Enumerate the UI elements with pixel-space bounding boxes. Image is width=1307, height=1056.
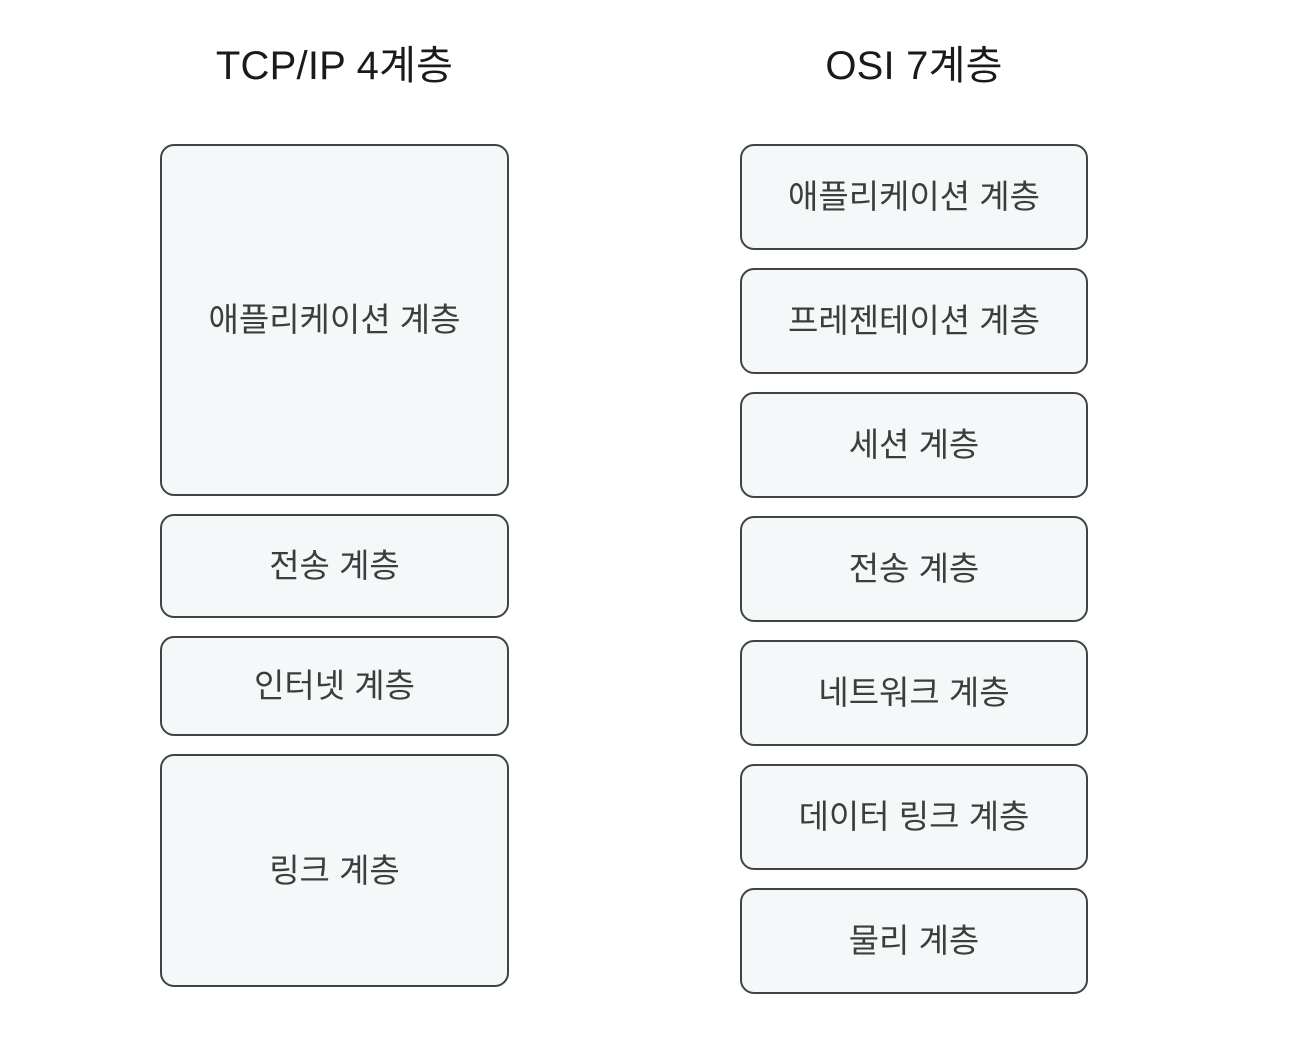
layer-label: 인터넷 계층 <box>254 667 415 704</box>
layer-box-osi-physical[interactable]: 물리 계층 <box>740 888 1088 994</box>
layer-box-tcpip-transport[interactable]: 전송 계층 <box>160 514 509 618</box>
layer-box-osi-session[interactable]: 세션 계층 <box>740 392 1088 498</box>
layer-stack-osi: 애플리케이션 계층 프레젠테이션 계층 세션 계층 전송 계층 네트워크 계층 … <box>740 144 1088 994</box>
layer-box-osi-transport[interactable]: 전송 계층 <box>740 516 1088 622</box>
layer-label: 애플리케이션 계층 <box>208 301 461 338</box>
layer-box-tcpip-application[interactable]: 애플리케이션 계층 <box>160 144 509 496</box>
layer-label: 데이터 링크 계층 <box>798 798 1030 835</box>
layer-label: 애플리케이션 계층 <box>787 178 1041 215</box>
layer-label: 전송 계층 <box>848 550 980 587</box>
layer-label: 링크 계층 <box>269 851 400 889</box>
layer-box-osi-presentation[interactable]: 프레젠테이션 계층 <box>740 268 1088 374</box>
layer-box-tcpip-link[interactable]: 링크 계층 <box>160 754 509 987</box>
layer-stack-tcpip: 애플리케이션 계층 전송 계층 인터넷 계층 링크 계층 <box>160 144 509 987</box>
layer-box-osi-application[interactable]: 애플리케이션 계층 <box>740 144 1088 250</box>
column-title-tcpip: TCP/IP 4계층 <box>215 44 454 88</box>
layer-label: 전송 계층 <box>269 547 400 584</box>
column-title-osi: OSI 7계층 <box>825 44 1003 88</box>
layer-label: 물리 계층 <box>848 922 980 959</box>
layer-label: 세션 계층 <box>848 426 980 463</box>
layer-box-osi-network[interactable]: 네트워크 계층 <box>740 640 1088 746</box>
layer-label: 네트워크 계층 <box>818 674 1010 711</box>
layer-box-tcpip-internet[interactable]: 인터넷 계층 <box>160 636 509 736</box>
layer-box-osi-datalink[interactable]: 데이터 링크 계층 <box>740 764 1088 870</box>
layer-label: 프레젠테이션 계층 <box>787 302 1041 339</box>
